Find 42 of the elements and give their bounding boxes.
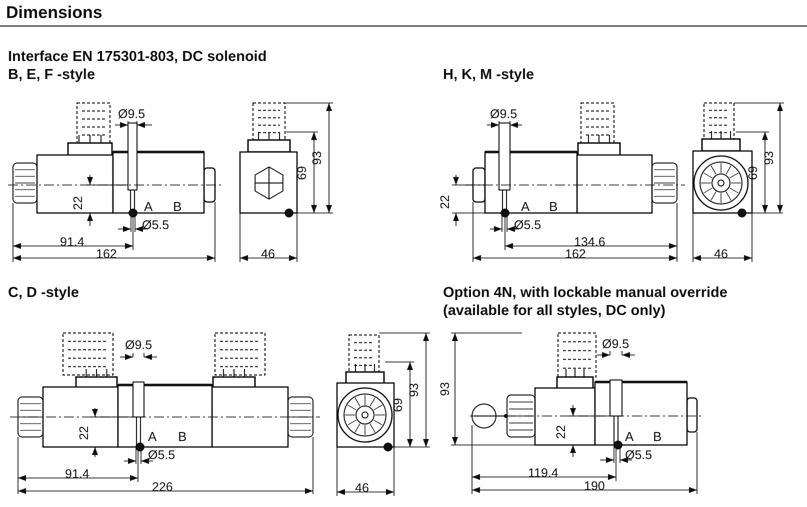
port-label: A (148, 430, 157, 444)
dimension-value: 226 (152, 480, 173, 494)
section-heading: C, D -style (8, 284, 79, 302)
dimension-value: 91.4 (60, 235, 84, 249)
dimension-value: 22 (77, 426, 91, 440)
dimension-value: 93 (407, 383, 421, 397)
dimension-value: Ø9.5 (490, 107, 518, 121)
dimension-value: 46 (355, 481, 369, 495)
dimension-value: 162 (96, 247, 117, 261)
port-label: A (625, 430, 634, 444)
port-label: B (178, 430, 187, 444)
port-label: A (521, 200, 530, 214)
dimension-value: 93 (438, 382, 452, 396)
dimension-value: 190 (584, 479, 605, 493)
dimension-value: Ø9.5 (602, 337, 630, 351)
dimension-value: 134.6 (574, 235, 606, 249)
section-heading: H, K, M -style (443, 66, 534, 84)
dimension-value: Ø9.5 (125, 338, 152, 352)
dimension-value: 46 (714, 247, 728, 261)
dimension-value: 91.4 (65, 467, 90, 481)
dimension-value: Ø5.5 (148, 448, 176, 462)
dimension-value: 119.4 (528, 466, 558, 480)
dimension-value: Ø9.5 (118, 107, 146, 121)
port-label: B (549, 200, 558, 214)
dimension-value: Ø5.5 (514, 218, 542, 232)
port-label: B (653, 430, 662, 444)
section-heading: Interface EN 175301-803, DC solenoid (8, 48, 267, 66)
section-heading: B, E, F -style (8, 66, 96, 84)
dimension-value: 93 (762, 151, 776, 165)
dimension-value: 93 (310, 151, 324, 165)
dimension-value: 46 (261, 247, 275, 261)
dimension-value: 22 (71, 196, 85, 210)
dimension-value: Ø5.5 (625, 448, 652, 462)
dimension-value: 162 (565, 247, 586, 261)
dimension-value: 22 (554, 425, 568, 439)
section-heading: Option 4N, with lockable manual override (available for all styles, DC only) (443, 284, 728, 320)
dimension-value: Ø5.5 (142, 218, 170, 232)
dimension-value: 69 (295, 166, 309, 180)
page-title: Dimensions (6, 4, 102, 22)
port-label: A (144, 200, 153, 214)
dimension-value: 22 (438, 195, 452, 209)
port-label: B (173, 200, 182, 214)
